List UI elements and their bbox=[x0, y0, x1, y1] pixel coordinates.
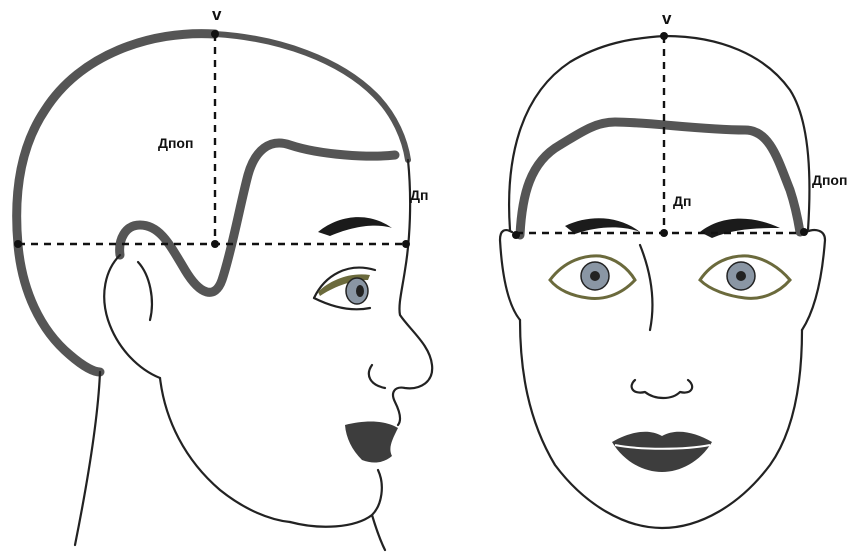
front-head: v Дп Дпоп bbox=[500, 9, 847, 528]
front-ear-left bbox=[500, 230, 520, 320]
profile-hair-outline bbox=[17, 34, 215, 372]
profile-ear-inner bbox=[138, 262, 152, 320]
front-left-dot bbox=[512, 231, 520, 239]
front-vertex-dot bbox=[660, 32, 668, 40]
profile-back-dot bbox=[14, 240, 22, 248]
front-eyebrow-left bbox=[565, 218, 640, 234]
front-lips bbox=[612, 432, 712, 472]
profile-hair-top bbox=[215, 34, 408, 160]
profile-jaw bbox=[160, 378, 290, 522]
label-dp-right: Дп bbox=[673, 193, 691, 209]
profile-vertex-dot bbox=[211, 30, 219, 38]
label-vertex-right: v bbox=[662, 9, 672, 28]
profile-head: v Дпоп Дп bbox=[14, 5, 432, 550]
front-pupil-right bbox=[736, 271, 746, 281]
label-dlop-left: Дпоп bbox=[158, 135, 193, 151]
front-nose-bridge bbox=[640, 245, 652, 330]
profile-neck-back bbox=[75, 372, 100, 545]
profile-nostril bbox=[369, 365, 385, 388]
front-ear-right bbox=[802, 230, 825, 330]
profile-lips bbox=[345, 422, 398, 463]
front-center-dot bbox=[660, 229, 668, 237]
profile-pupil bbox=[356, 285, 364, 297]
profile-throat bbox=[372, 515, 385, 550]
front-eyebrow-right bbox=[700, 219, 780, 238]
profile-center-dot bbox=[211, 240, 219, 248]
profile-eyebrow bbox=[318, 217, 392, 236]
front-hair bbox=[520, 122, 800, 235]
profile-chin bbox=[290, 470, 382, 527]
label-dlop-right: Дпоп bbox=[812, 172, 847, 188]
label-dp-left: Дп bbox=[410, 187, 428, 203]
front-jaw bbox=[520, 320, 802, 528]
front-nose-base bbox=[632, 380, 693, 398]
profile-front-dot bbox=[402, 240, 410, 248]
label-vertex-left: v bbox=[212, 5, 222, 24]
front-right-dot bbox=[800, 228, 808, 236]
front-pupil-left bbox=[590, 271, 600, 281]
